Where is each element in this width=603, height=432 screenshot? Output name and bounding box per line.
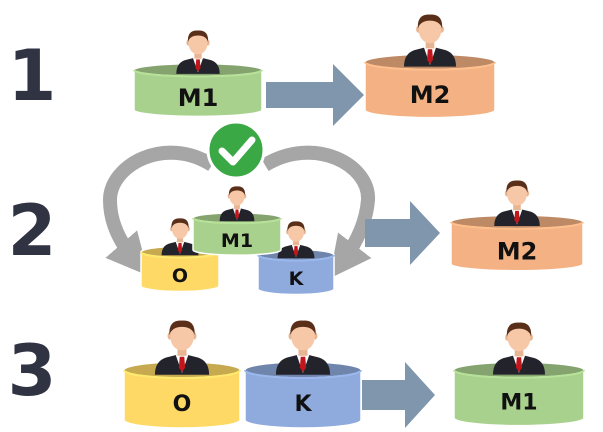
person-icon: [275, 320, 331, 375]
pod-k: K: [244, 320, 362, 429]
curved-arrow-icon: [102, 145, 216, 276]
person-icon: [176, 30, 220, 74]
person-icon: [219, 186, 255, 222]
pod-label: K: [289, 268, 305, 290]
pod-m2: M2: [364, 14, 496, 119]
pod-m1: M1: [133, 30, 263, 118]
person-icon: [277, 221, 315, 259]
arrow-right-icon: [266, 64, 364, 126]
person-icon: [403, 14, 457, 67]
pod-label: O: [172, 265, 188, 287]
pod-label: O: [173, 392, 192, 417]
person-icon: [154, 320, 210, 375]
pod-label: M1: [500, 391, 537, 416]
pod-m2: M2: [450, 180, 584, 272]
pod-o: O: [123, 320, 241, 429]
arrow-right-icon: [365, 201, 440, 265]
pod-label: M2: [410, 81, 451, 109]
pod-label: M2: [497, 237, 538, 265]
step-number-1: 1: [8, 35, 57, 117]
curved-arrow-icon: [261, 145, 375, 279]
person-icon: [492, 322, 546, 375]
pod-m1: M1: [453, 322, 585, 427]
arrow-right-icon: [362, 362, 435, 428]
check-circle-icon: [206, 120, 266, 180]
pod-k: K: [257, 221, 335, 296]
pod-label: K: [294, 392, 312, 417]
step-number-3: 3: [8, 330, 57, 412]
person-icon: [494, 180, 540, 227]
step-number-2: 2: [8, 190, 57, 272]
pod-m1: M1: [192, 186, 282, 256]
pod-label: M1: [221, 230, 253, 252]
pod-label: M1: [178, 84, 219, 112]
